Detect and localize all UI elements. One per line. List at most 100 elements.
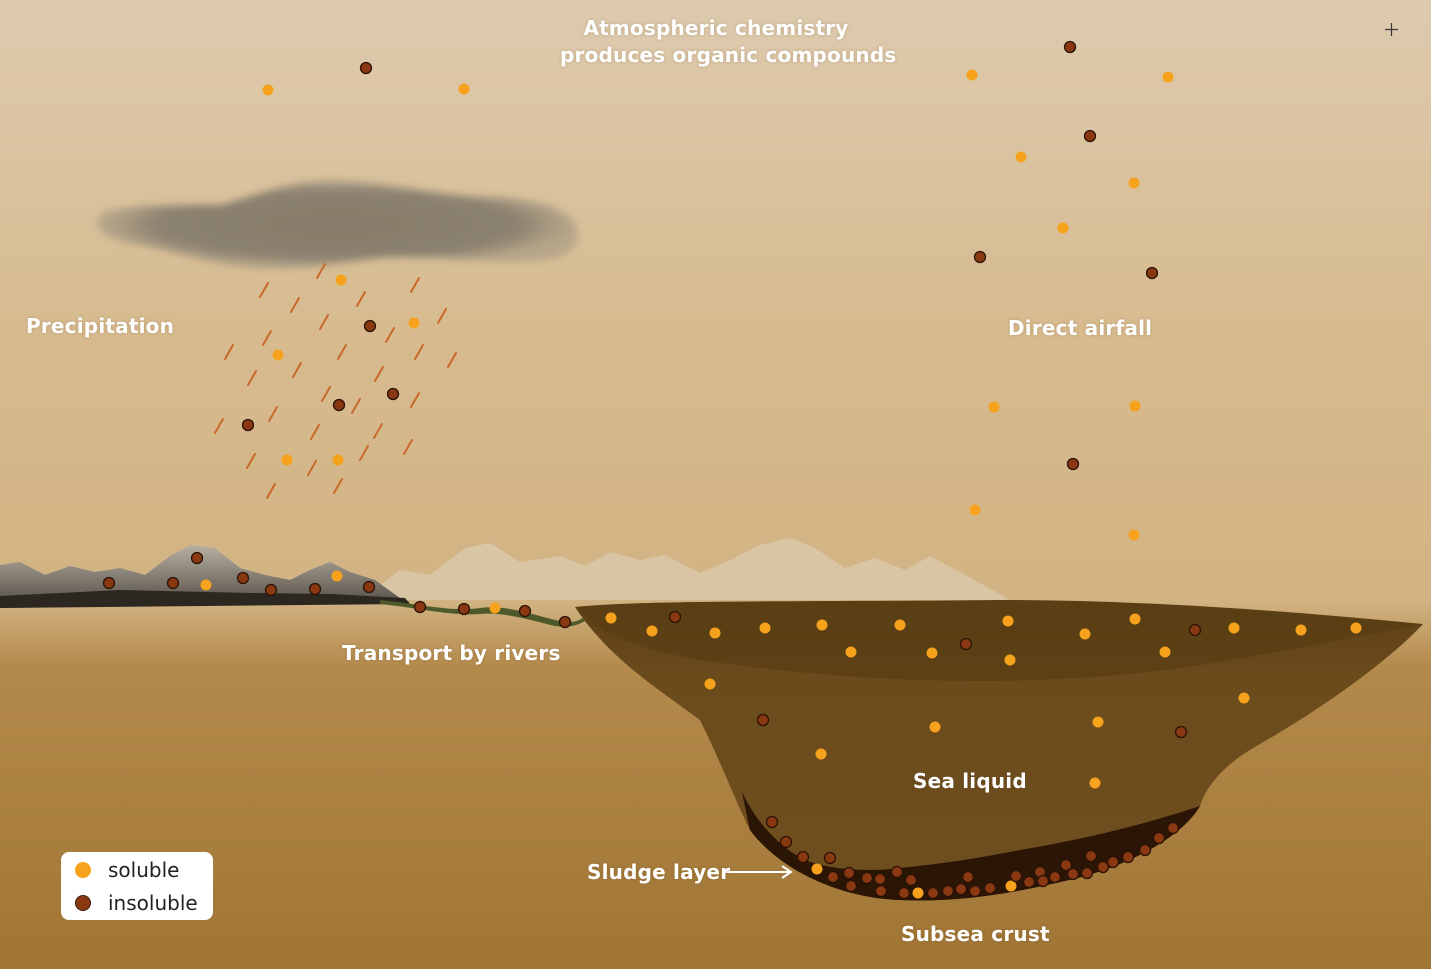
insoluble-particle [1066, 867, 1080, 881]
soluble-particle [815, 748, 827, 760]
raindrop [224, 344, 234, 360]
insoluble-particle [359, 61, 373, 75]
raindrop [385, 327, 395, 343]
insoluble-particle [386, 387, 400, 401]
soluble-particle [1128, 529, 1140, 541]
atmospheric-chemistry-label: Atmospheric chemistry produces organic c… [560, 16, 897, 67]
insoluble-particle [332, 398, 346, 412]
soluble-particle [331, 570, 343, 582]
legend: soluble insoluble [61, 852, 213, 920]
insoluble-particle [1022, 875, 1036, 889]
atmospheric-line1: Atmospheric chemistry [583, 16, 849, 40]
soluble-particle [1005, 880, 1017, 892]
soluble-particle [335, 274, 347, 286]
soluble-particle [1092, 716, 1104, 728]
soluble-particle [811, 863, 823, 875]
insoluble-particle [941, 884, 955, 898]
raindrop [214, 418, 224, 434]
insoluble-particle [166, 576, 180, 590]
soluble-particle [1295, 624, 1307, 636]
raindrop [259, 282, 269, 298]
river [380, 600, 590, 627]
raindrop [414, 344, 424, 360]
raindrop [266, 483, 276, 499]
insoluble-particle [1096, 860, 1110, 874]
cloud [97, 180, 579, 269]
insoluble-particle [102, 576, 116, 590]
atmospheric-line2: produces organic compounds [560, 43, 897, 67]
insoluble-particle [264, 583, 278, 597]
soluble-particle [1002, 615, 1014, 627]
insoluble-particle [1080, 866, 1094, 880]
distant-mountains [360, 538, 1010, 600]
insoluble-particle [1036, 874, 1050, 888]
legend-item-soluble: soluble [75, 857, 179, 883]
soluble-particle [1004, 654, 1016, 666]
insoluble-particle [1084, 849, 1098, 863]
sea-surface-band [578, 601, 1423, 682]
raindrop [319, 314, 329, 330]
raindrop [321, 386, 331, 402]
insoluble-particle [842, 866, 856, 880]
raindrop [374, 366, 384, 382]
raindrop [351, 398, 361, 414]
precipitation-label: Precipitation [26, 314, 175, 338]
raindrop [246, 453, 256, 469]
organic-particles [102, 40, 1362, 900]
insoluble-particle [926, 886, 940, 900]
insoluble-particle [241, 418, 255, 432]
insoluble-particle [1059, 858, 1073, 872]
soluble-particle [408, 317, 420, 329]
soluble-particle [646, 625, 658, 637]
insoluble-particle [954, 882, 968, 896]
insoluble-particle [796, 850, 810, 864]
raindrop [359, 445, 369, 461]
insoluble-particle [518, 604, 532, 618]
raindrop [337, 344, 347, 360]
insoluble-particle [1048, 870, 1062, 884]
insoluble-particle [968, 884, 982, 898]
insoluble-particle [983, 881, 997, 895]
insoluble-particle [190, 551, 204, 565]
soluble-particle [969, 504, 981, 516]
insoluble-particle [1145, 266, 1159, 280]
soluble-particle [894, 619, 906, 631]
insoluble-particle [1009, 869, 1023, 883]
sludge-arrow-icon [724, 865, 793, 879]
insoluble-particle [823, 851, 837, 865]
insoluble-particle [973, 250, 987, 264]
insoluble-particle [1083, 129, 1097, 143]
soluble-particle [709, 627, 721, 639]
direct-airfall-label: Direct airfall [1008, 316, 1153, 340]
insoluble-particle [362, 580, 376, 594]
insoluble-particle [1166, 821, 1180, 835]
soluble-particle [966, 69, 978, 81]
insoluble-particle [844, 879, 858, 893]
raindrop [410, 277, 420, 293]
soluble-particle [816, 619, 828, 631]
raindrop [307, 460, 317, 476]
soluble-particle [704, 678, 716, 690]
soluble-particle [926, 647, 938, 659]
subsea-crust-label: Subsea crust [901, 922, 1050, 946]
soluble-particle [1015, 151, 1027, 163]
raindrop [447, 352, 457, 368]
soluble-dot-icon [75, 862, 91, 878]
raindrop [292, 362, 302, 378]
insoluble-particle [1106, 855, 1120, 869]
soluble-particle [1057, 222, 1069, 234]
raindrop [333, 478, 343, 494]
insoluble-particle [765, 815, 779, 829]
soluble-particle [1159, 646, 1171, 658]
soluble-particle [281, 454, 293, 466]
rain [214, 263, 457, 499]
sky [0, 0, 1431, 600]
insoluble-particle [897, 886, 911, 900]
sea-liquid-label: Sea liquid [913, 769, 1027, 793]
legend-label-soluble: soluble [108, 858, 180, 882]
soluble-particle [1350, 622, 1362, 634]
insoluble-particle [1174, 725, 1188, 739]
insoluble-particle [457, 602, 471, 616]
insoluble-particle [826, 870, 840, 884]
